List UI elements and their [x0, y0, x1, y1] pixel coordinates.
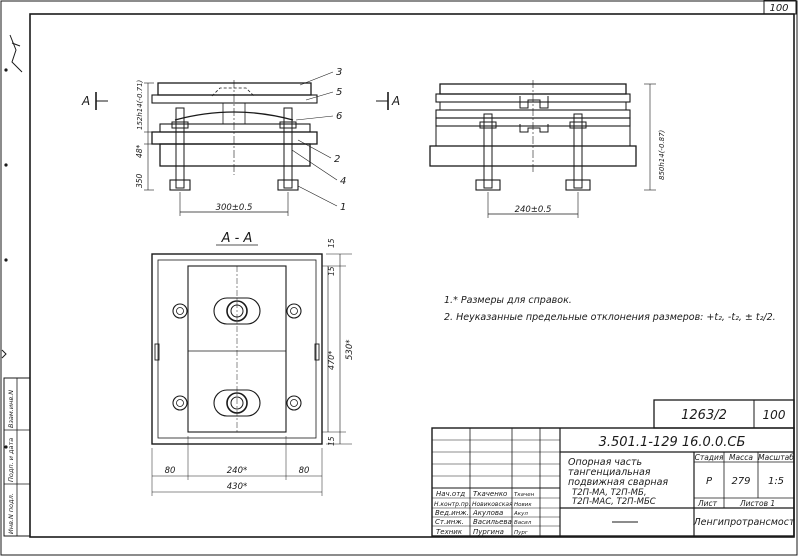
sign-1: Новик [514, 502, 532, 508]
callout-5: 5 [336, 87, 342, 98]
product-name-line-3: подвижная сварная [568, 477, 668, 488]
drawing-frame [29, 13, 795, 538]
sign-0: Ткачен [514, 492, 535, 498]
dim-side-height-850: 850h14(-0.87) [658, 129, 666, 180]
front-view: 300±0.5 152h14(-0.71) 48* 350 A 3 5 6 2 … [81, 67, 346, 216]
note-1: 1.* Размеры для справок. [444, 295, 572, 306]
sign-3: Васил [514, 520, 532, 526]
side-view: 240±0.5 850h14(-0.87) A [376, 80, 666, 218]
role-0: Нач.отд [436, 490, 465, 498]
side-strip-orig-inv: Инв.N подл. [7, 493, 15, 534]
product-name-line-2: тангенциальная [568, 467, 651, 478]
role-2: Вед.инж. [435, 509, 469, 517]
corner-number: 100 [769, 3, 788, 14]
sheet-ref-right: 100 [763, 408, 786, 422]
side-strip: Взам.инв.N Подп. и дата Инв.N подл. [3, 377, 31, 537]
role-1: Н.контр.пр. [434, 501, 471, 508]
role-3: Ст.инж. [435, 518, 464, 526]
side-strip-sign-date: Подп. и дата [7, 438, 15, 482]
product-name-line-4: Т2П-МА, Т2П-МБ, [572, 488, 647, 498]
callout-4: 4 [340, 176, 346, 187]
dim-plan-15-top-b: 15 [327, 266, 336, 276]
stage-header: Стадия [695, 453, 724, 462]
name-4: Пургина [473, 528, 504, 536]
sheets-label: Листов 1 [739, 499, 775, 508]
dim-plan-width-430: 430* [227, 482, 247, 492]
product-name-line-5: Т2П-МАС, Т2П-МБС [572, 497, 656, 507]
title-block: 1263/2 100 3.501.1-129 16.0.0.СБ Опорная… [431, 399, 795, 537]
callout-3: 3 [336, 67, 342, 78]
product-name-line-1: Опорная часть [568, 457, 642, 468]
doc-code: 3.501.1-129 16.0.0.СБ [599, 435, 746, 450]
callout-2: 2 [334, 154, 340, 165]
organization: Ленгипротрансмост [693, 517, 795, 528]
role-4: Техник [436, 528, 463, 536]
dim-plan-80-right: 80 [299, 466, 310, 476]
section-title: А - А [221, 231, 253, 246]
callout-6: 6 [336, 111, 342, 122]
section-mark-right: A [391, 94, 400, 108]
name-2: Акулова [472, 509, 503, 517]
sheet-label: Лист [697, 499, 718, 508]
dim-plan-height-530: 530* [345, 340, 355, 360]
dim-plan-80-left: 80 [165, 466, 176, 476]
dim-plan-height-470: 470* [327, 351, 336, 370]
mass-header: Масса [729, 453, 753, 462]
dim-plan-15-bottom: 15 [327, 436, 336, 446]
side-strip-replace-inv: Взам.инв.N [7, 390, 15, 428]
dim-plan-15-top-a: 15 [327, 238, 336, 248]
callout-1: 1 [340, 202, 346, 213]
scale-value: 1:5 [768, 476, 784, 487]
dim-plan-240: 240* [227, 466, 247, 476]
note-2: 2. Неуказанные предельные отклонения раз… [444, 312, 776, 323]
section-mark-left: A [81, 94, 90, 108]
sign-2: Акул [513, 511, 528, 517]
sign-4: Пург [514, 530, 528, 536]
name-1: Новиковская [472, 501, 513, 508]
name-0: Ткаченко [473, 490, 507, 498]
stage-value: Р [706, 476, 713, 487]
dim-height-152: 152h14(-0.71) [136, 79, 144, 130]
scale-header: Масштаб [758, 453, 794, 462]
dim-side-base-width: 240±0.5 [515, 205, 552, 215]
dim-front-base-width: 300±0.5 [216, 203, 253, 213]
corner-number-box [763, 0, 797, 15]
section-plan: А - А 15 15 470* 15 [151, 231, 355, 496]
mass-value: 279 [731, 476, 750, 487]
margin-marks [1, 34, 23, 449]
dim-height-350: 350 [135, 173, 144, 188]
dim-height-48: 48* [135, 144, 144, 158]
name-3: Васильева [473, 518, 512, 526]
sheet-ref-left: 1263/2 [681, 408, 727, 423]
